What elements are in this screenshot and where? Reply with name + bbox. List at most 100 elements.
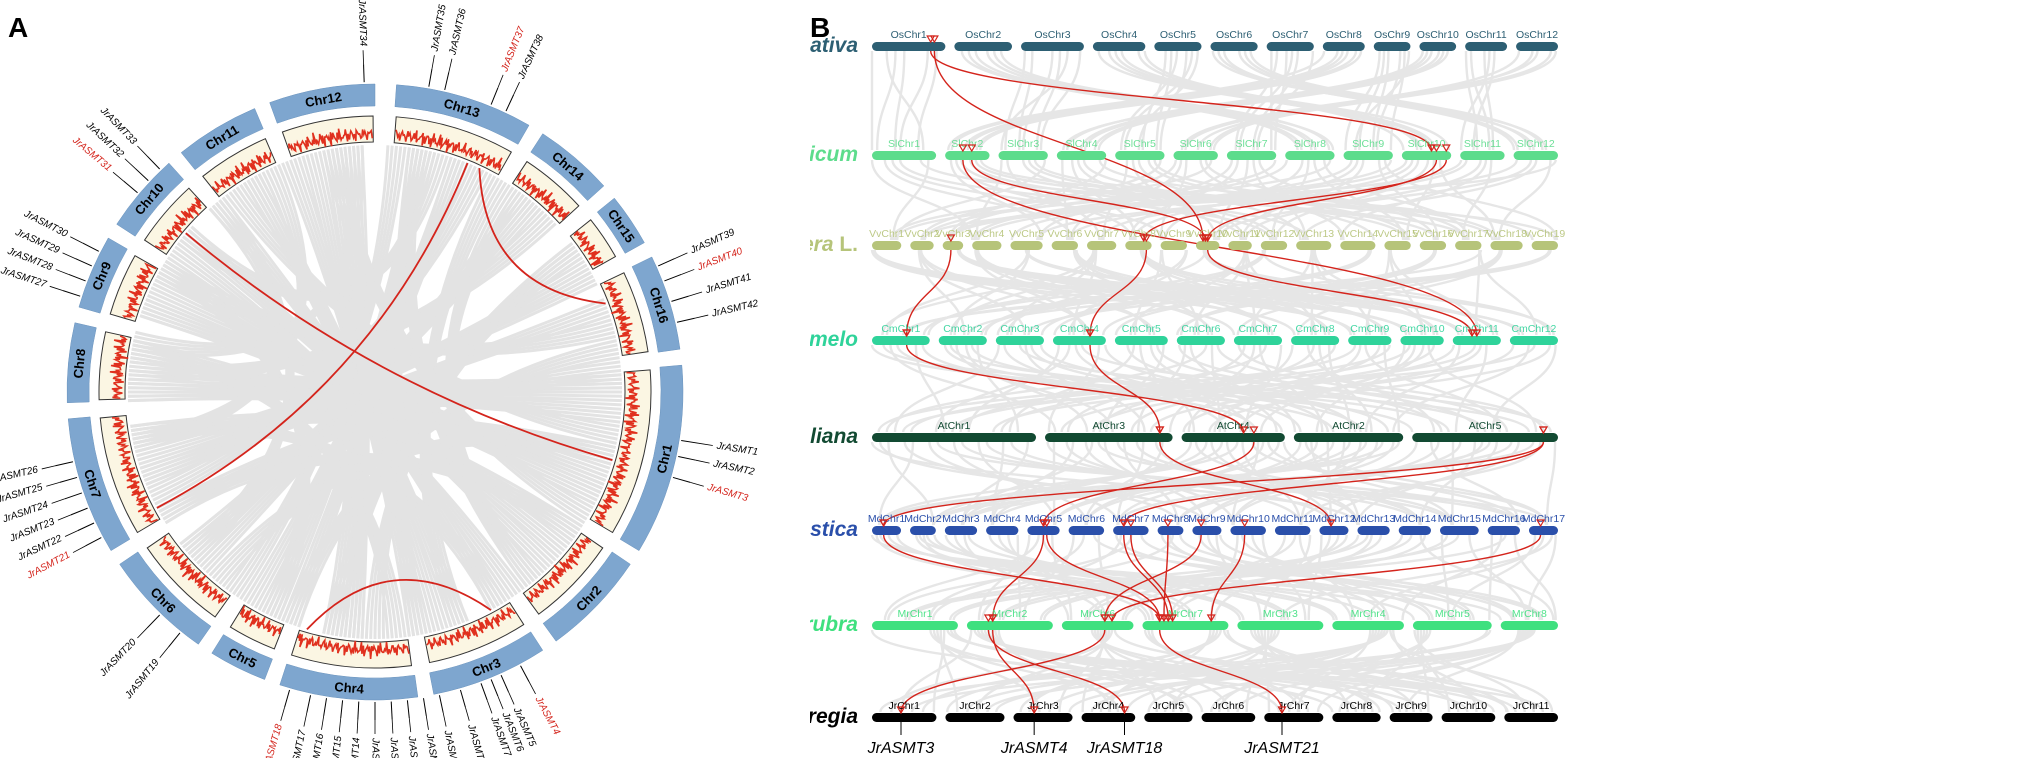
chromosome-label: MrChr2 (992, 608, 1027, 620)
gene-leader (137, 146, 147, 156)
chromosome-bar (1516, 42, 1558, 51)
gene-tick (407, 700, 409, 718)
chromosome-label: MdChr16 (1482, 513, 1525, 525)
species-name: Cucumis melo (810, 328, 858, 351)
chromosome-bar (910, 241, 933, 250)
gene-leader (675, 253, 688, 259)
background-links (128, 145, 622, 639)
gene-marker: JrASMT8 (460, 690, 487, 758)
gene-leader (409, 718, 410, 732)
chromosome-label: JrChr6 (1213, 700, 1245, 712)
chromosome-bar (1442, 713, 1496, 722)
chromosome-label: JrChr4 (1093, 700, 1125, 712)
chromosome-bar (1154, 42, 1201, 51)
chromosome-bar (872, 241, 901, 250)
chromosome-segment: Chr4 (280, 630, 418, 700)
chromosome-bar (1402, 151, 1451, 160)
chromosome-label: MdChr9 (1188, 513, 1226, 525)
chromosome-bar (1062, 621, 1134, 630)
gene-tick (60, 477, 77, 482)
gene-tick (65, 493, 82, 499)
gene-tick (671, 296, 688, 301)
gene-label: JrASMT35 (429, 3, 448, 53)
gene-leader (113, 172, 124, 181)
gray-synteny-link (1429, 345, 1537, 432)
chromosome-bar (1440, 526, 1479, 535)
chromosome-bar (872, 433, 1036, 442)
gene-label: JrASMT3 (867, 740, 935, 757)
gene-leader (392, 720, 393, 734)
gene-leader (304, 713, 307, 727)
gene-marker: JrASMT9 (439, 695, 461, 758)
gene-tick (63, 291, 80, 297)
chromosome-label: VvChr18 (1486, 228, 1527, 240)
chromosome-label: MdChr2 (904, 513, 942, 525)
gene-leader (681, 269, 694, 274)
chromosome-label: SlChr1 (888, 138, 920, 150)
chromosome-segment: Chr5 (212, 605, 284, 680)
chromosome-label: SlChr11 (1464, 138, 1501, 150)
species-name: Morella rubra (810, 613, 858, 636)
chromosome-label: VvChr13 (1293, 228, 1334, 240)
chromosome-label: CmChr10 (1400, 323, 1445, 335)
chromosome-bar (1374, 42, 1411, 51)
gene-label: JrASMT3 (705, 482, 749, 504)
chromosome-bar (1142, 621, 1228, 630)
chromosome-label: MdChr6 (1068, 513, 1106, 525)
chromosome-bar (1357, 526, 1389, 535)
gene-leader (63, 253, 76, 259)
panel-a-letter: A (8, 12, 28, 44)
chromosome-label: SlChr12 (1517, 138, 1555, 150)
chromosome-label: OsChr1 (891, 29, 927, 41)
gene-leader (696, 460, 710, 463)
chromosome-label: OsChr10 (1417, 29, 1459, 41)
chromosome-label: CmChr8 (1296, 323, 1335, 335)
chromosome-label: AtChr2 (1332, 420, 1365, 432)
chromosome-label: VvChr4 (969, 228, 1004, 240)
chromosome-label: Chr4 (334, 679, 366, 697)
gene-label: JrASMT15 (328, 735, 344, 758)
chromosome-label: OsChr3 (1034, 29, 1070, 41)
chromosome-bar (1504, 713, 1558, 722)
chromosome-bar (1202, 713, 1256, 722)
species-label: Vitis vinifera L. (810, 233, 858, 256)
species-row: Morella rubraMrChr1MrChr2MrChr6MrChr7MrC… (810, 608, 1558, 636)
gene-tick (491, 88, 498, 105)
chromosome-label: AtChr1 (938, 420, 971, 432)
gene-label: JrASMT2 (711, 458, 755, 478)
gene-tick (147, 615, 160, 628)
chromosome-label: OsChr5 (1160, 29, 1196, 41)
chromosome-label: SlChr5 (1124, 138, 1156, 150)
chromosome-segment: Chr8 (67, 323, 131, 403)
chromosome-label: AtChr5 (1469, 420, 1502, 432)
juglans-gene: JrASMT18 (1086, 722, 1163, 757)
gene-marker: JrASMT42 (677, 298, 760, 322)
chromosome-label: MdChr17 (1522, 513, 1565, 525)
gene-label: JrASMT9 (441, 728, 461, 758)
gene-tick (307, 695, 311, 713)
species-label: Juglans regia (810, 705, 858, 728)
chromosome-bar (1115, 336, 1168, 345)
gene-leader (46, 482, 59, 486)
chromosome-label: CmChr6 (1181, 323, 1220, 335)
chromosome-bar (1053, 336, 1106, 345)
chromosome-label: CmChr5 (1122, 323, 1161, 335)
gene-tick (678, 456, 696, 460)
chromosome-bar (1348, 336, 1391, 345)
gene-tick (423, 698, 426, 716)
species-name: Malus domestica (810, 518, 858, 541)
chromosome-bar (1082, 713, 1136, 722)
gene-tick (85, 538, 101, 546)
gene-tick (658, 259, 674, 266)
chromosome-bar (1211, 42, 1258, 51)
chromosome-label: MrChr3 (1263, 608, 1298, 620)
juglans-gene: JrASMT4 (1000, 722, 1068, 757)
gene-tick (445, 72, 449, 90)
chromosome-label: CmChr12 (1511, 323, 1556, 335)
gene-leader (699, 443, 713, 445)
chromosome-label: CmChr7 (1238, 323, 1277, 335)
gene-marker: JrASMT35 (429, 3, 449, 86)
chromosome-bar (872, 151, 936, 160)
chromosome-bar (1227, 151, 1276, 160)
